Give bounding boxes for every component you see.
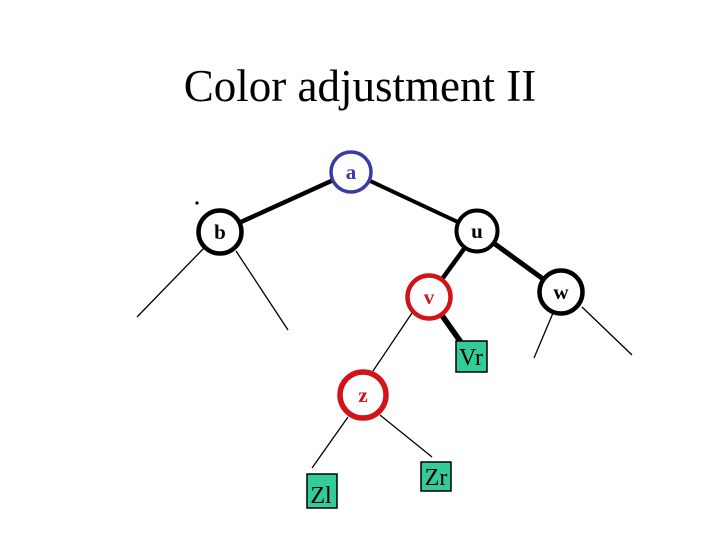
node-w: w [537,268,585,316]
node-v-circle [405,273,453,321]
leaf-Zr: Zr [420,461,452,492]
leaf-Zl: Zl [306,473,338,509]
node-a-label: a [346,160,357,184]
edge-b-left-subtree [136,247,205,318]
node-a-circle [329,150,373,194]
edge-a-u [350,170,478,233]
node-b-label: b [214,220,226,244]
edge-b-right-subtree [235,250,289,331]
edge-z-Zl [311,416,349,469]
node-w-label: w [553,280,569,304]
node-u-circle [454,208,500,254]
edge-w-right-subtree [581,306,633,356]
node-u: u [454,208,500,254]
edge-w-left-subtree [533,312,554,359]
node-v: v [405,273,453,321]
leaf-Zr-rect [420,461,452,492]
node-b: b [196,208,244,256]
node-z: z [337,369,389,421]
node-b-circle [196,208,244,256]
leaf-Vr-label: Vr [459,345,483,371]
leaf-Zr-label: Zr [425,465,448,491]
leaf-Zl-rect [306,473,338,509]
stray-dot [195,201,199,205]
node-w-circle [537,268,585,316]
node-a: a [329,150,373,194]
leaf-Vr: Vr [455,340,488,373]
leaf-Vr-rect [455,340,488,373]
node-u-label: u [471,219,483,243]
slide-title: Color adjustment II [183,61,537,111]
edge-z-Zr [379,414,433,458]
node-z-circle [337,369,389,421]
node-v-label: v [424,285,435,309]
edge-v-z [372,312,413,372]
leaf-Zl-label: Zl [310,483,332,509]
node-z-label: z [358,383,367,407]
